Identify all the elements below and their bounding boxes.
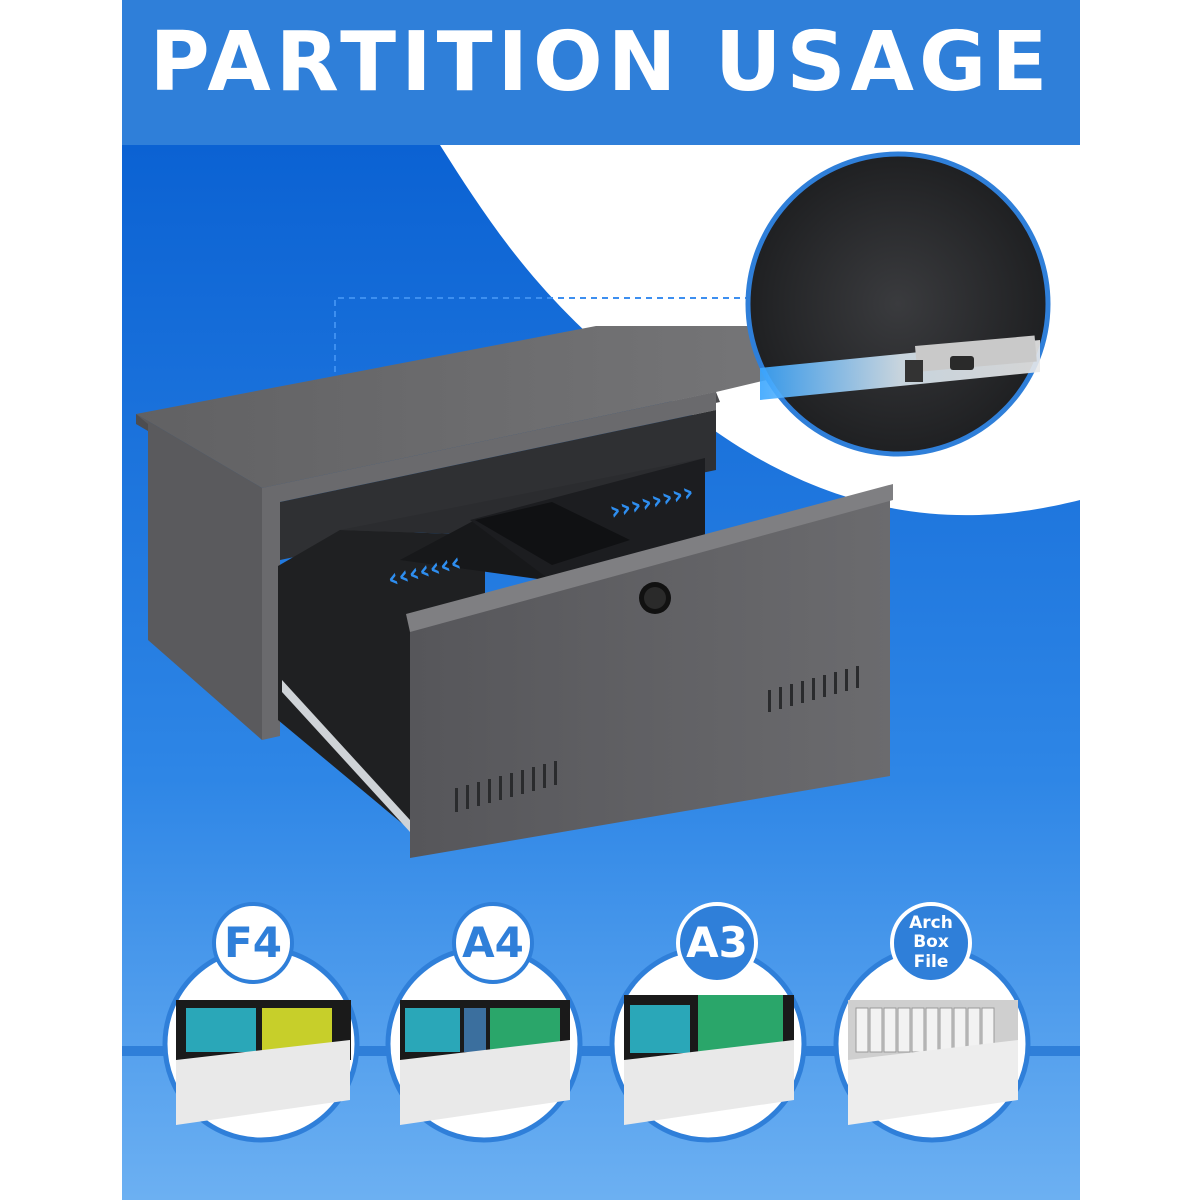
drawer-divider-wall	[475, 502, 630, 565]
usage-badge-label: F4	[224, 918, 282, 967]
cabinet-top	[136, 326, 935, 488]
drawer-vent-right	[768, 666, 859, 712]
usage-badge-arch-box-file: Arch Box File	[890, 902, 972, 984]
drawer-front-panel	[410, 488, 890, 858]
drawer-vent-left	[455, 761, 557, 812]
zoom-callout-circle	[745, 151, 1051, 457]
page-title: PARTITION USAGE	[149, 15, 1053, 110]
usage-badge-label: A4	[462, 918, 524, 967]
cabinet-front-frame	[262, 392, 716, 740]
header-banner: PARTITION USAGE	[122, 0, 1080, 145]
usage-thumb-a4	[385, 945, 583, 1143]
usage-badge-a4: A4	[452, 902, 534, 984]
usage-thumb-a3	[609, 945, 807, 1143]
slide-rail	[282, 680, 410, 832]
usage-thumb-arch-box-file	[833, 945, 1031, 1143]
drawer-slide-rail-icon	[760, 335, 1040, 400]
drawer-inner-floor	[340, 458, 705, 535]
drawer-left-wall	[278, 530, 485, 830]
usage-thumb-f4	[162, 945, 360, 1143]
cabinet-left-side	[136, 414, 262, 740]
usage-badge-a3: A3	[676, 902, 758, 984]
usage-badge-label-line2: Box File	[913, 932, 949, 972]
usage-badge-label-line1: Arch	[909, 912, 953, 933]
drawer-front-lip	[406, 484, 893, 632]
usage-badge-f4: F4	[212, 902, 294, 984]
usage-connector-line	[122, 1046, 1080, 1056]
usage-badge-label: A3	[686, 918, 748, 967]
